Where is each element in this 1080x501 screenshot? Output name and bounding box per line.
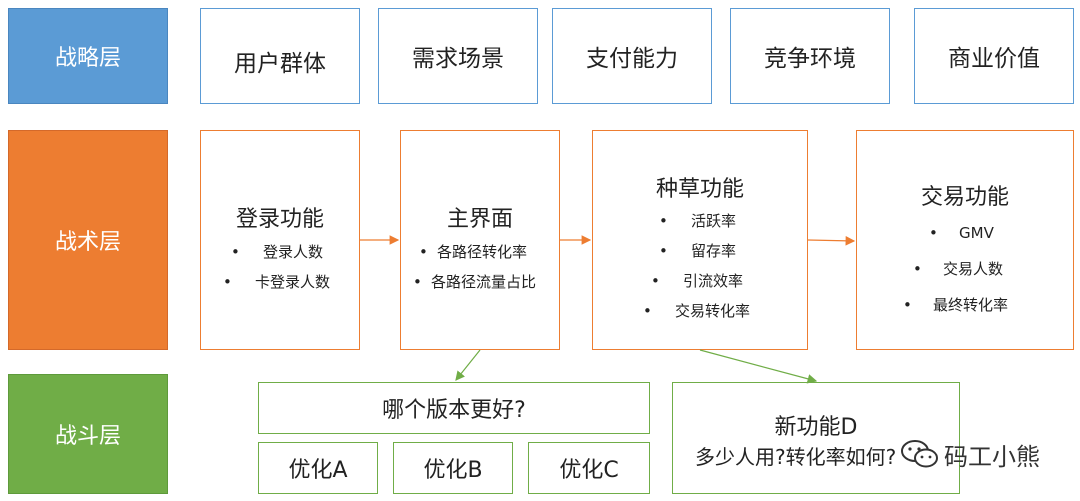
strategy-item-label: 支付能力 <box>586 46 678 72</box>
watermark: 码工小熊 <box>900 436 1070 472</box>
new-feature-title: 新功能D <box>774 415 858 440</box>
strategy-item-label: 用户群体 <box>234 51 326 77</box>
optimization-a-text: 优化A <box>288 458 348 483</box>
strategy-item-payment-ability: 支付能力 <box>552 8 712 104</box>
bullet-dot: • <box>231 243 240 261</box>
bullet-dot: • <box>419 243 428 261</box>
trade-title: 交易功能 <box>920 185 1009 210</box>
version-question-text: 哪个版本更好? <box>382 398 526 423</box>
strategy-item-label: 需求场景 <box>412 46 504 72</box>
arrow-seed-to-new-feature <box>699 349 818 384</box>
bullet-dot: • <box>913 260 922 278</box>
login-bullets: • 登录人数 • 卡登录人数 <box>201 237 359 297</box>
new-feature-question: 多少人用?转化率如何? <box>695 445 897 469</box>
bullet-item: • 各路径流量占比 <box>401 267 559 297</box>
bullet-item: • 交易转化率 <box>593 296 807 326</box>
bullet-text: 各路径流量占比 <box>431 273 537 291</box>
strategy-layer-label: 战略层 <box>8 8 168 104</box>
trade-bullets: • GMV • 交易人数 • 最终转化率 <box>857 215 1073 323</box>
strategy-item-label: 商业价值 <box>948 46 1040 72</box>
tactics-box-main-interface: 主界面 •各路径转化率 •各路径流量占比 <box>400 130 560 350</box>
strategy-item-label: 竞争环境 <box>764 46 856 72</box>
bullet-dot: • <box>643 302 652 320</box>
combat-layer-label: 战斗层 <box>8 374 168 494</box>
bullet-text: 最终转化率 <box>933 296 1009 314</box>
strategy-item-demand-scene: 需求场景 <box>378 8 538 104</box>
arrow-seed-to-trade <box>807 236 856 246</box>
bullet-item: • 最终转化率 <box>857 287 1073 323</box>
tactics-box-trade: 交易功能 • GMV • 交易人数 • 最终转化率 <box>856 130 1074 350</box>
bullet-text: 交易人数 <box>943 260 1004 278</box>
bullet-text: 卡登录人数 <box>255 273 331 291</box>
bullet-text: GMV <box>959 224 994 242</box>
seed-bullets: • 活跃率 • 留存率 • 引流效率 • 交易转化率 <box>593 206 807 326</box>
bullet-item: • GMV <box>857 215 1073 251</box>
main-bullets: •各路径转化率 •各路径流量占比 <box>401 237 559 297</box>
bullet-dot: • <box>659 242 668 260</box>
bullet-item: • 卡登录人数 <box>201 267 359 297</box>
bullet-item: • 交易人数 <box>857 251 1073 287</box>
watermark-text: 码工小熊 <box>944 442 1040 471</box>
version-question-box: 哪个版本更好? <box>258 382 650 434</box>
bullet-text: 活跃率 <box>691 212 737 230</box>
bullet-item: • 登录人数 <box>201 237 359 267</box>
tactics-box-login: 登录功能 • 登录人数 • 卡登录人数 <box>200 130 360 350</box>
bullet-item: • 各路径转化率 <box>401 237 559 267</box>
optimization-c-text: 优化C <box>559 458 619 483</box>
strategy-item-user-group: 用户群体 <box>200 8 360 104</box>
bullet-text: 引流效率 <box>683 272 744 290</box>
bullet-item: • 留存率 <box>593 236 807 266</box>
bullet-dot: • <box>903 296 912 314</box>
bullet-text: 各路径转化率 <box>437 243 528 261</box>
tactics-layer-text: 战术层 <box>54 230 121 255</box>
combat-layer-text: 战斗层 <box>54 424 121 449</box>
tactics-layer-label: 战术层 <box>8 130 168 350</box>
optimization-b-text: 优化B <box>423 458 483 483</box>
tactics-box-seeding: 种草功能 • 活跃率 • 留存率 • 引流效率 • 交易转化率 <box>592 130 808 350</box>
bullet-dot: • <box>223 273 232 291</box>
seed-title: 种草功能 <box>655 177 744 202</box>
strategy-item-competition: 竞争环境 <box>730 8 890 104</box>
bullet-item: • 活跃率 <box>593 206 807 236</box>
wechat-icon <box>900 438 940 470</box>
bullet-text: 交易转化率 <box>675 302 751 320</box>
bullet-item: • 引流效率 <box>593 266 807 296</box>
login-title: 登录功能 <box>235 207 324 232</box>
bullet-text: 登录人数 <box>263 243 324 261</box>
optimization-c-box: 优化C <box>528 442 650 494</box>
arrow-main-to-version <box>455 349 481 381</box>
bullet-dot: • <box>413 273 422 291</box>
strategy-layer-text: 战略层 <box>54 46 121 71</box>
new-feature-d-box: 新功能D 多少人用?转化率如何? <box>672 382 960 494</box>
bullet-text: 留存率 <box>691 242 737 260</box>
optimization-a-box: 优化A <box>258 442 378 494</box>
bullet-dot: • <box>929 224 938 242</box>
strategy-item-business-value: 商业价值 <box>914 8 1074 104</box>
bullet-dot: • <box>659 212 668 230</box>
main-title: 主界面 <box>446 207 513 232</box>
optimization-b-box: 优化B <box>393 442 513 494</box>
bullet-dot: • <box>651 272 660 290</box>
